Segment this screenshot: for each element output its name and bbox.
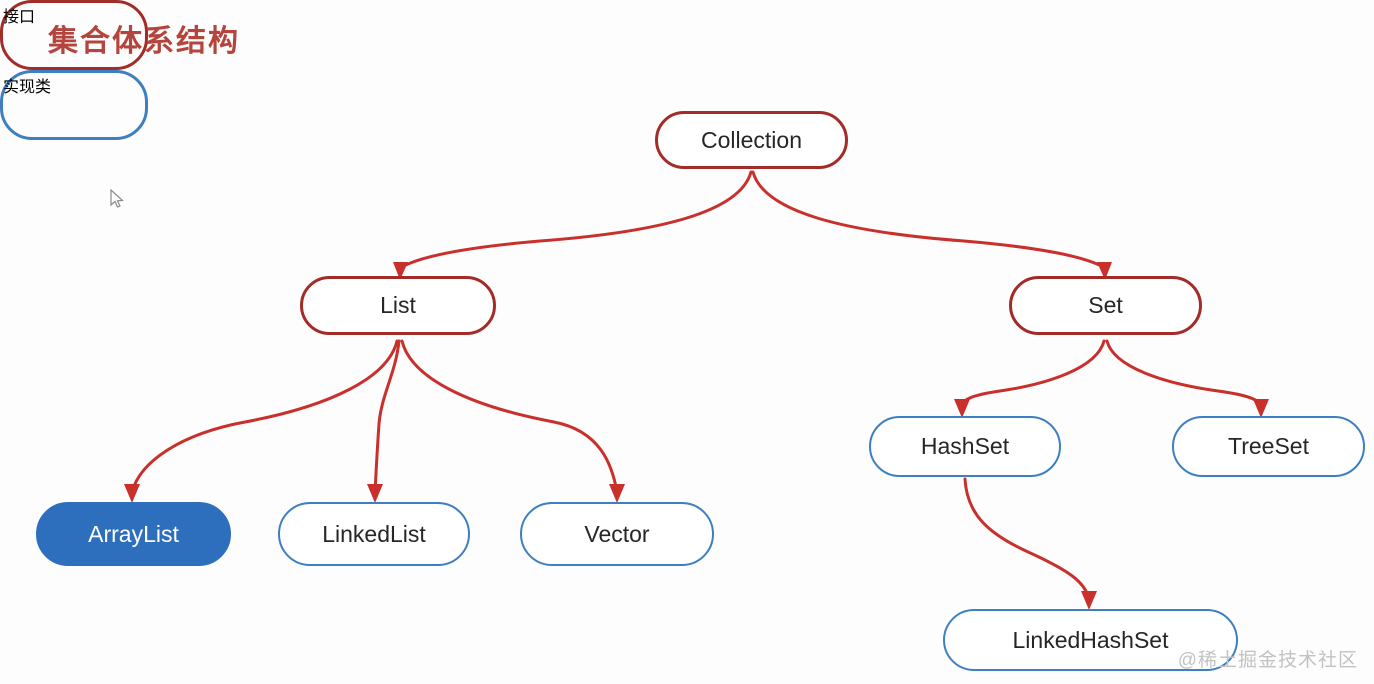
legend-item-implementation-class: 实现类 xyxy=(0,70,148,140)
legend-interface-label: 接口 xyxy=(3,9,36,26)
page-title: 集合体系结构 xyxy=(48,25,240,58)
node-arraylist-label: ArrayList xyxy=(88,520,179,547)
node-list[interactable]: List xyxy=(300,276,496,335)
node-set-label: Set xyxy=(1088,292,1123,318)
node-collection-label: Collection xyxy=(701,126,802,153)
node-linkedhashset[interactable]: LinkedHashSet xyxy=(943,609,1238,671)
node-arraylist[interactable]: ArrayList xyxy=(36,502,231,566)
node-vector-label: Vector xyxy=(584,520,650,547)
edge-list-to-linkedlist xyxy=(367,339,401,503)
legend-item-interface: 接口 xyxy=(0,0,148,70)
node-set[interactable]: Set xyxy=(1009,276,1202,335)
edge-hashset-to-linkedhashset xyxy=(963,477,1097,610)
node-treeset-label: TreeSet xyxy=(1228,433,1309,459)
node-linkedhashset-label: LinkedHashSet xyxy=(1012,626,1169,653)
node-hashset[interactable]: HashSet xyxy=(869,416,1061,477)
node-treeset[interactable]: TreeSet xyxy=(1172,416,1365,477)
node-linkedlist-label: LinkedList xyxy=(322,520,426,547)
watermark: @稀土掘金技术社区 xyxy=(1177,650,1358,671)
edge-collection-to-list xyxy=(393,170,753,280)
edge-list-to-arraylist xyxy=(124,339,399,503)
node-collection[interactable]: Collection xyxy=(655,111,848,169)
edge-set-to-treeset xyxy=(1105,339,1269,418)
node-vector[interactable]: Vector xyxy=(520,502,714,566)
legend-impl-label: 实现类 xyxy=(3,79,52,96)
edge-collection-to-set xyxy=(751,170,1112,280)
node-hashset-label: HashSet xyxy=(920,433,1010,459)
node-list-label: List xyxy=(380,292,416,318)
edge-list-to-vector xyxy=(400,339,625,503)
edge-set-to-hashset xyxy=(954,339,1106,418)
node-linkedlist[interactable]: LinkedList xyxy=(278,502,470,566)
mouse-cursor-icon xyxy=(110,189,124,208)
